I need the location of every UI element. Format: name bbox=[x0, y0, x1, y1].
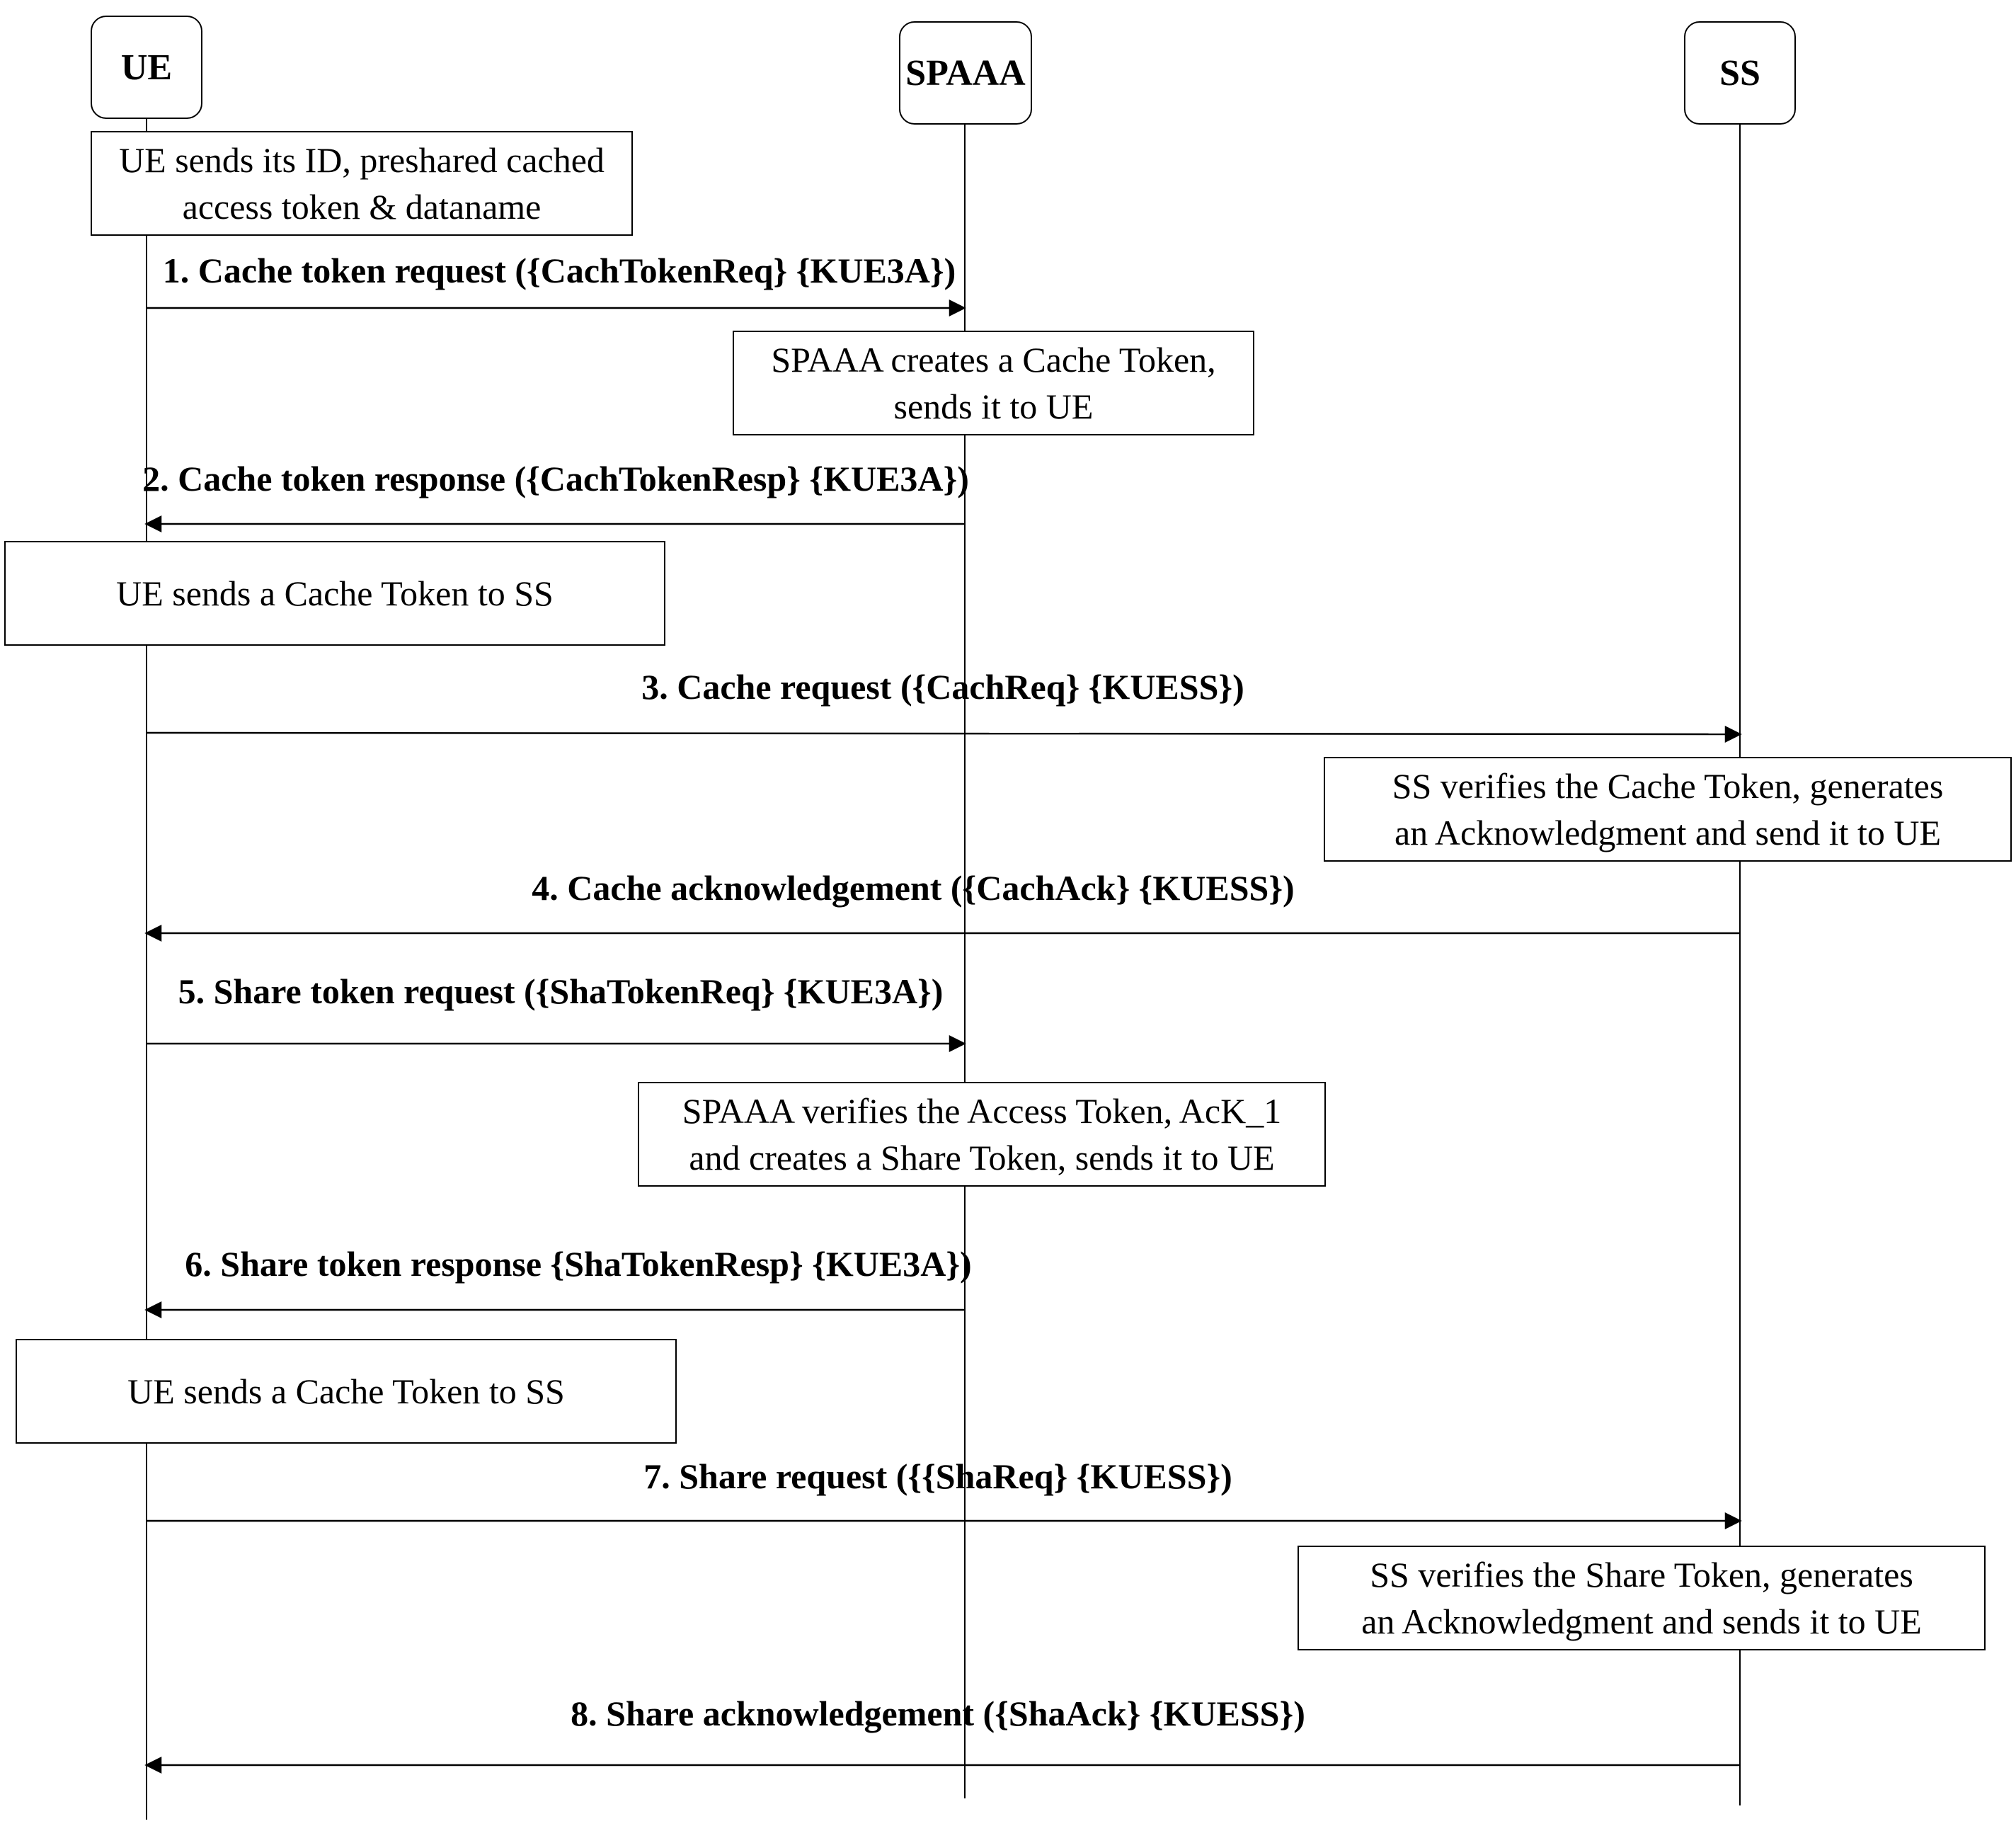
message-label-8: 8. Share acknowledgement ({ShaAck} {KUES… bbox=[571, 1694, 1305, 1733]
message-label-6: 6. Share token response {ShaTokenResp} {… bbox=[185, 1244, 972, 1284]
arrowhead-left-icon bbox=[144, 1756, 162, 1774]
message-arrow-3 bbox=[146, 731, 1728, 736]
message-label-5: 5. Share token request ({ShaTokenReq} {K… bbox=[178, 971, 944, 1011]
note-ue-sends-id: UE sends its ID, preshared cached access… bbox=[91, 131, 633, 236]
arrowhead-right-icon bbox=[1724, 1512, 1742, 1530]
message-label-3: 3. Cache request ({CachReq} {KUESS}) bbox=[641, 667, 1244, 707]
arrowhead-right-icon bbox=[949, 299, 966, 317]
note-ue-sends-cache-token-2: UE sends a Cache Token to SS bbox=[16, 1339, 677, 1444]
arrowhead-left-icon bbox=[144, 924, 162, 942]
ue-lifeline bbox=[146, 113, 147, 1820]
message-label-2: 2. Cache token response ({CachTokenResp}… bbox=[142, 459, 969, 498]
arrowhead-right-icon bbox=[1724, 725, 1742, 743]
spaaa-lifeline bbox=[964, 120, 966, 1798]
note-ue-sends-cache-token-1: UE sends a Cache Token to SS bbox=[4, 541, 665, 646]
note-spaaa-verifies-access-token: SPAAA verifies the Access Token, AcK_1 a… bbox=[638, 1082, 1326, 1187]
message-label-1: 1. Cache token request ({CachTokenReq} {… bbox=[162, 251, 956, 290]
arrowhead-right-icon bbox=[949, 1034, 966, 1053]
note-spaaa-creates-cache-token: SPAAA creates a Cache Token, sends it to… bbox=[733, 331, 1254, 435]
note-ss-verifies-share-token: SS verifies the Share Token, generates a… bbox=[1298, 1546, 1986, 1650]
note-ss-verifies-cache-token: SS verifies the Cache Token, generates a… bbox=[1324, 757, 2012, 862]
actor-spaaa: SPAAA bbox=[899, 21, 1032, 125]
actor-ue: UE bbox=[91, 16, 202, 119]
arrowhead-left-icon bbox=[144, 1301, 162, 1319]
message-label-7: 7. Share request ({{ShaReq} {KUESS}) bbox=[643, 1456, 1232, 1496]
ss-lifeline bbox=[1739, 120, 1741, 1805]
actor-ss: SS bbox=[1684, 21, 1796, 125]
arrowhead-left-icon bbox=[144, 515, 162, 533]
message-label-4: 4. Cache acknowledgement ({CachAck} {KUE… bbox=[532, 868, 1295, 908]
